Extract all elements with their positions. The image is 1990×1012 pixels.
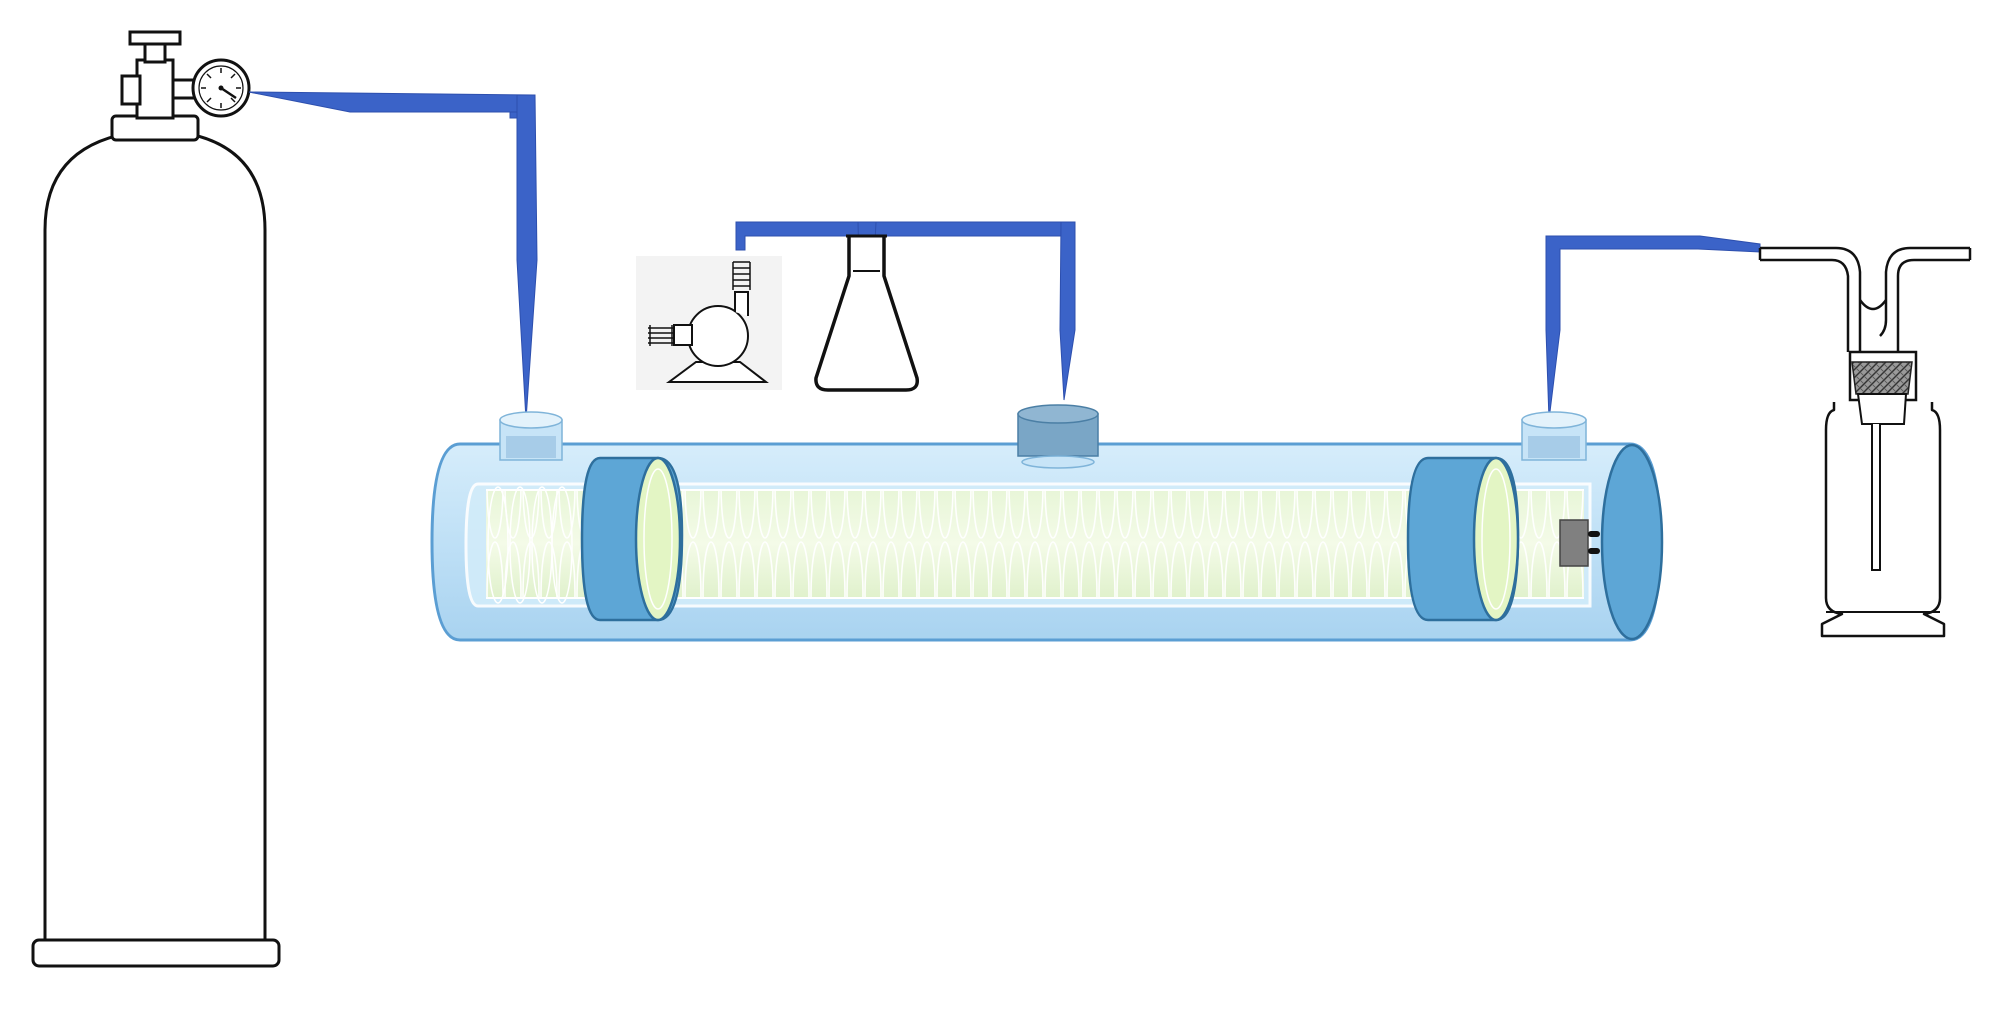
reactor-tube-icon: [430, 442, 1664, 642]
inlet-port-icon: [499, 411, 563, 461]
gas-inlet-tubing: [248, 91, 538, 421]
left-electrode: [580, 456, 684, 622]
right-electrode: [1406, 456, 1520, 622]
pressure-gauge-icon: [191, 58, 251, 118]
gas-cylinder-icon: [31, 30, 281, 968]
pump-port-icon: [1017, 404, 1099, 469]
wash-bottle-icon: [1758, 246, 1972, 638]
outlet-port-icon: [1521, 411, 1587, 461]
vacuum-pump-icon: [636, 256, 782, 390]
gas-outlet-tubing: [1545, 235, 1761, 421]
flask-icon: [814, 234, 920, 392]
